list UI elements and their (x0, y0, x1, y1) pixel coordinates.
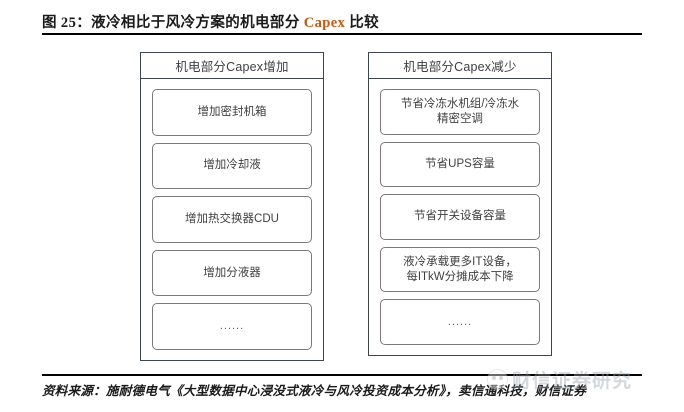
list-item: 节省UPS容量 (380, 141, 540, 188)
source-note: 资料来源：施耐德电气《大型数据中心浸没式液冷与风冷投资成本分析》，卖信通科技，财… (42, 384, 587, 398)
page-title: 图 25：液冷相比于风冷方案的机电部分 Capex 比较 (42, 11, 379, 32)
panel-header-capex-decrease: 机电部分Capex减少 (369, 53, 551, 79)
panel-body-capex-increase: 增加密封机箱 增加冷却液 增加热交换器CDU 增加分液器 ...... (141, 79, 323, 360)
list-item-ellipsis: ...... (380, 299, 540, 345)
list-item: 增加分液器 (152, 249, 312, 297)
list-item: 增加热交换器CDU (152, 196, 312, 243)
page-title-accent: Capex (303, 15, 346, 31)
list-item-ellipsis: ...... (152, 303, 312, 350)
panel-capex-decrease: 机电部分Capex减少 节省冷冻水机组/冷冻水 精密空调 节省UPS容量 节省开… (368, 52, 552, 356)
list-item: 液冷承载更多IT设备， 每ITkW分摊成本下降 (380, 246, 540, 293)
source-divider (42, 374, 642, 376)
page-title-suffix: 比较 (345, 15, 380, 31)
panel-body-capex-decrease: 节省冷冻水机组/冷冻水 精密空调 节省UPS容量 节省开关设备容量 液冷承载更多… (369, 79, 551, 355)
list-item: 节省开关设备容量 (380, 194, 540, 240)
list-item: 增加冷却液 (152, 142, 312, 190)
list-item: 增加密封机箱 (152, 89, 312, 136)
title-divider (42, 33, 642, 35)
panel-header-capex-increase: 机电部分Capex增加 (141, 53, 323, 79)
list-item: 节省冷冻水机组/冷冻水 精密空调 (380, 89, 540, 135)
page-title-prefix: 图 25：液冷相比于风冷方案的机电部分 (42, 15, 304, 31)
panel-capex-increase: 机电部分Capex增加 增加密封机箱 增加冷却液 增加热交换器CDU 增加分液器… (140, 52, 324, 361)
